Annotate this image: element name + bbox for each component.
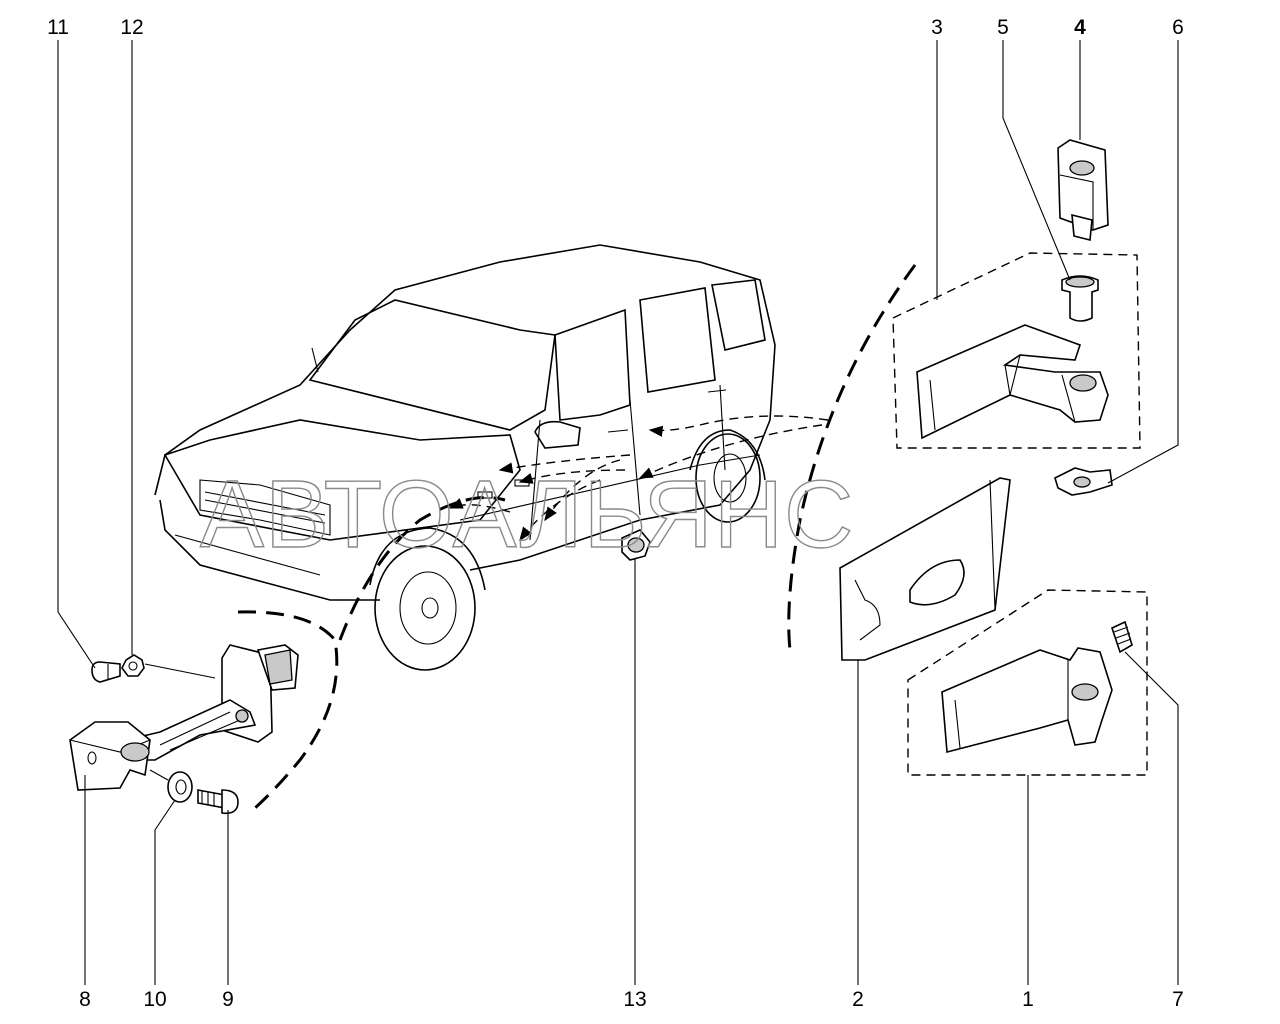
assembly-line-nut	[144, 663, 216, 679]
callout-8: 8	[79, 988, 91, 1011]
hinge-plate-part	[839, 477, 1011, 661]
washer-part	[167, 771, 193, 803]
bushing-part	[1061, 275, 1099, 322]
callout-3: 3	[931, 16, 943, 39]
callout-7: 7	[1172, 988, 1184, 1011]
callout-4: 4	[1074, 16, 1086, 39]
lower-hinge-part	[941, 647, 1113, 754]
left-section-boundary	[237, 610, 339, 810]
callout-11: 11	[47, 16, 69, 39]
car-illustration	[154, 244, 776, 671]
retaining-clip-part	[1054, 467, 1113, 496]
callout-6: 6	[1172, 16, 1184, 39]
callout-10: 10	[143, 988, 166, 1011]
upper-hinge-part	[916, 324, 1109, 440]
callout-1: 1	[1022, 988, 1034, 1011]
assembly-line-washer	[149, 769, 169, 781]
callout-5: 5	[997, 16, 1009, 39]
callout-9: 9	[222, 988, 234, 1011]
callout-13: 13	[623, 988, 646, 1011]
nut-part	[121, 654, 145, 677]
callout-12: 12	[120, 16, 143, 39]
plug-part	[621, 529, 651, 561]
location-arrows	[448, 415, 829, 542]
hinge-pin-part	[1057, 139, 1109, 242]
leader-lines	[57, 40, 1179, 985]
lower-hinge-group-box	[907, 589, 1148, 776]
right-section-boundary	[787, 264, 917, 651]
bolt-large-part	[197, 789, 239, 815]
small-pin-part	[1111, 620, 1133, 654]
bolt-small-part	[91, 661, 121, 683]
door-check-bracket	[69, 721, 151, 791]
door-check-assembly	[117, 644, 299, 761]
upper-hinge-group-box	[892, 252, 1141, 449]
callout-2: 2	[852, 988, 864, 1011]
watermark-text: АВТОАЛЬЯНС	[200, 461, 854, 568]
car-door-boundary	[338, 496, 506, 641]
